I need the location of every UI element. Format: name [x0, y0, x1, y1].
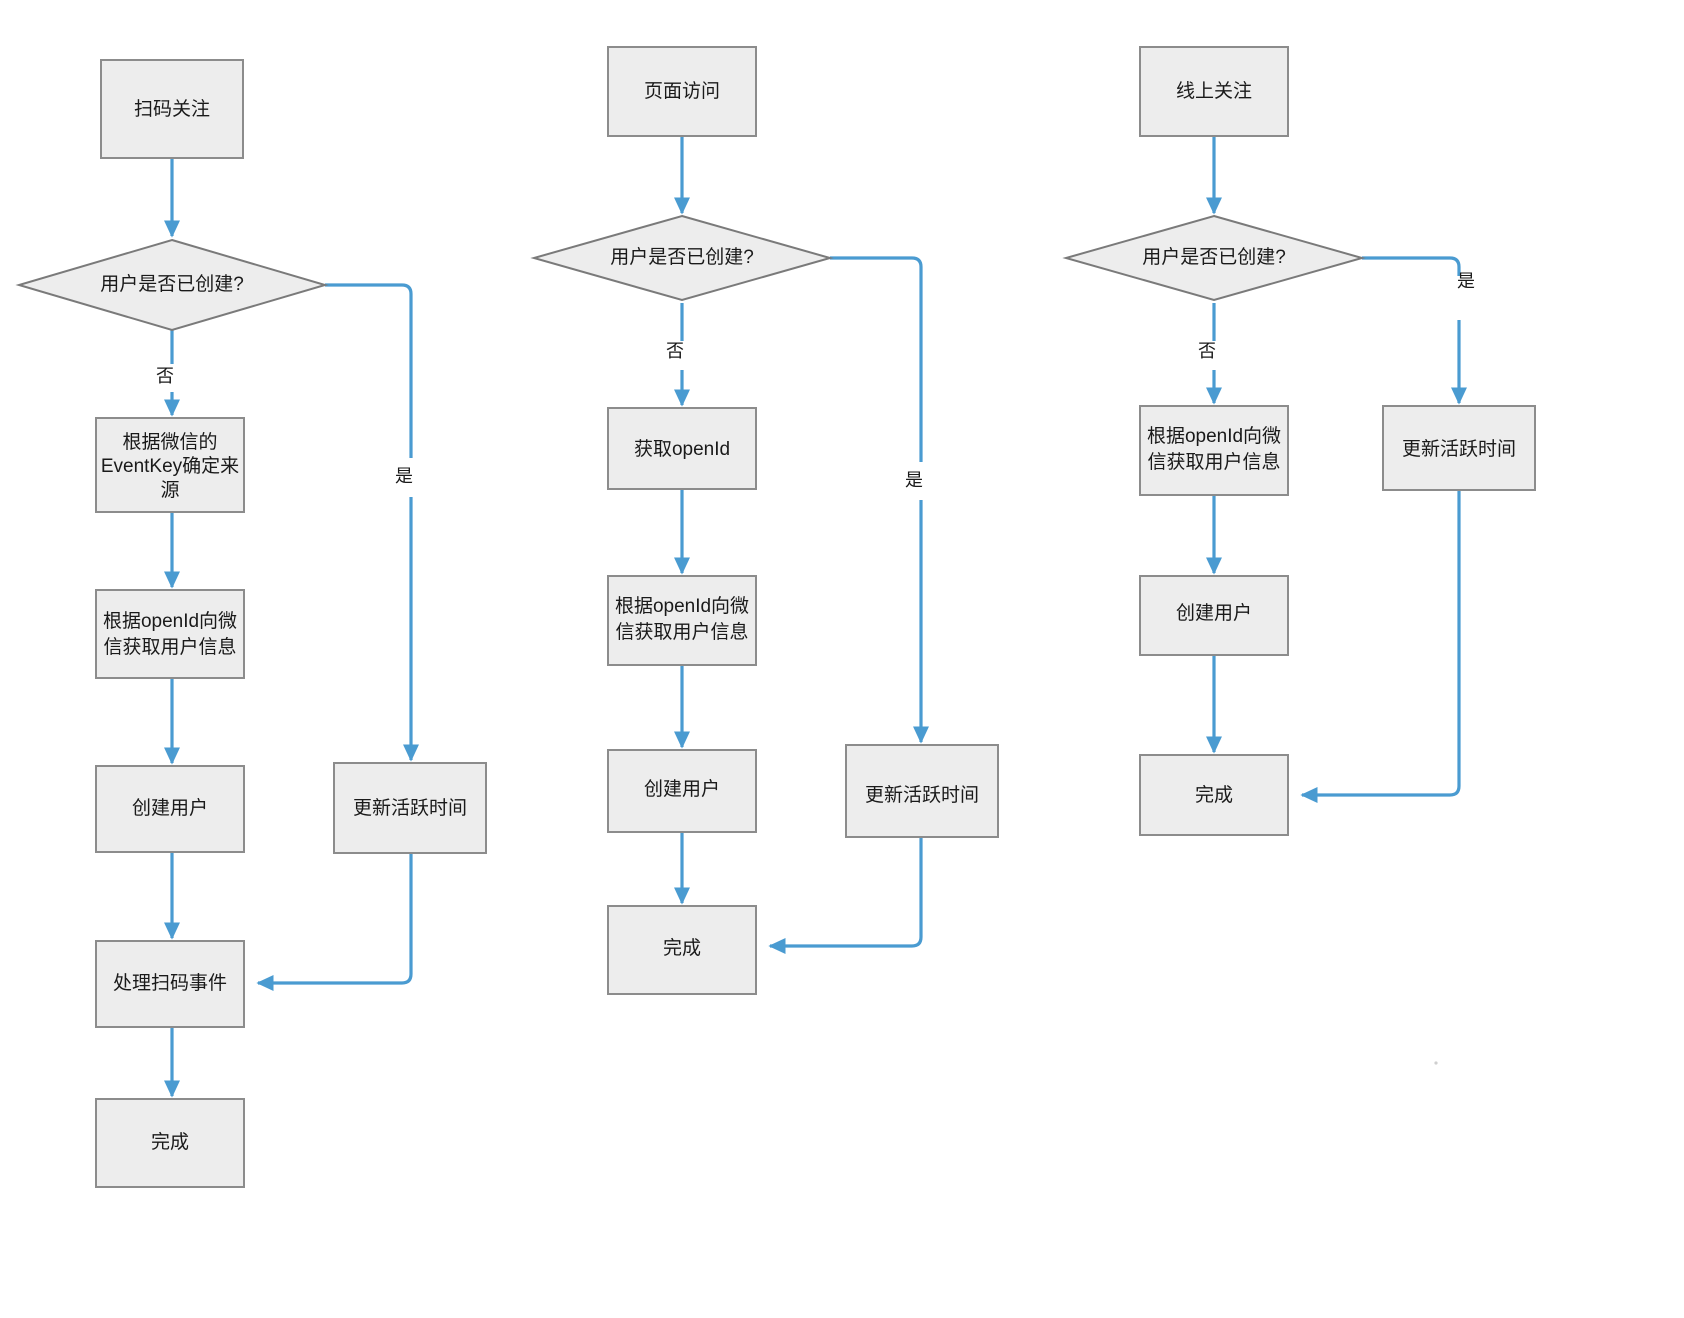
node-c2-getinfo[interactable]: 根据openId向微 信获取用户信息: [607, 575, 757, 666]
node-c3-update[interactable]: 更新活跃时间: [1382, 405, 1536, 491]
node-c1-create[interactable]: 创建用户: [95, 765, 245, 853]
edge-c3-update-to-done: [1300, 490, 1461, 804]
node-c1-start[interactable]: 扫码关注: [100, 59, 244, 159]
edge-label-c3-yes: 是: [1457, 271, 1475, 291]
node-c3-getinfo-line2: 信获取用户信息: [1147, 451, 1280, 473]
node-c3-create[interactable]: 创建用户: [1139, 575, 1289, 656]
node-c1-update-label: 更新活跃时间: [353, 797, 467, 819]
flow-page-visit: 页面访问 用户是否已创建? 否 是 获取openId 根据openId向微 信获…: [530, 46, 999, 995]
edge-c2-update-to-done: [768, 837, 923, 955]
node-c2-openid-label: 获取openId: [634, 438, 730, 460]
node-c2-getinfo-line1: 根据openId向微: [615, 595, 749, 617]
node-c2-done[interactable]: 完成: [607, 905, 757, 995]
node-c3-done[interactable]: 完成: [1139, 754, 1289, 836]
edge-c3-decision-yes-upper: [1362, 256, 1461, 276]
node-c1-handle[interactable]: 处理扫码事件: [95, 940, 245, 1028]
flow-scan-follow: 扫码关注 用户是否已创建? 否 是 根据微信的 EventKey确定来 源 根据…: [15, 59, 487, 1188]
node-c3-start[interactable]: 线上关注: [1139, 46, 1289, 137]
edge-label-c2-yes: 是: [905, 470, 923, 490]
node-c1-getinfo[interactable]: 根据openId向微 信获取用户信息: [95, 589, 245, 679]
node-c1-eventkey[interactable]: 根据微信的 EventKey确定来 源: [95, 417, 245, 513]
node-c1-decision-label: 用户是否已创建?: [100, 273, 244, 295]
node-c1-handle-label: 处理扫码事件: [113, 972, 227, 994]
node-c3-decision-label: 用户是否已创建?: [1142, 246, 1286, 268]
node-c2-decision-label: 用户是否已创建?: [610, 246, 754, 268]
node-c2-create[interactable]: 创建用户: [607, 749, 757, 833]
node-c3-start-label: 线上关注: [1176, 80, 1252, 102]
node-c1-done[interactable]: 完成: [95, 1098, 245, 1188]
node-c2-update[interactable]: 更新活跃时间: [845, 744, 999, 838]
node-c3-decision[interactable]: 用户是否已创建?: [1062, 214, 1366, 302]
node-c2-done-label: 完成: [663, 937, 701, 959]
node-c3-update-label: 更新活跃时间: [1402, 438, 1516, 460]
node-c3-getinfo[interactable]: 根据openId向微 信获取用户信息: [1139, 405, 1289, 496]
node-c2-decision[interactable]: 用户是否已创建?: [530, 214, 834, 302]
canvas-artifact-dot: [1434, 1061, 1438, 1065]
node-c3-create-label: 创建用户: [1176, 602, 1252, 624]
node-c1-getinfo-line2: 信获取用户信息: [103, 636, 236, 658]
node-c2-start[interactable]: 页面访问: [607, 46, 757, 137]
node-c1-getinfo-line1: 根据openId向微: [103, 610, 237, 632]
edge-c1-decision-yes-upper: [325, 283, 413, 458]
node-c1-decision[interactable]: 用户是否已创建?: [15, 238, 329, 332]
node-c1-create-label: 创建用户: [132, 797, 208, 819]
edge-c2-decision-yes-upper: [830, 256, 923, 462]
node-c2-openid[interactable]: 获取openId: [607, 407, 757, 490]
edge-label-c3-no: 否: [1198, 341, 1216, 361]
edge-label-c1-yes: 是: [395, 466, 413, 486]
node-c2-update-label: 更新活跃时间: [865, 784, 979, 806]
node-c1-eventkey-line1: 根据微信的: [122, 431, 217, 453]
node-c2-create-label: 创建用户: [644, 778, 720, 800]
node-c3-done-label: 完成: [1195, 784, 1233, 806]
edge-label-c2-no: 否: [666, 341, 684, 361]
node-c3-getinfo-line1: 根据openId向微: [1147, 425, 1281, 447]
node-c2-getinfo-line2: 信获取用户信息: [615, 621, 748, 643]
node-c1-done-label: 完成: [151, 1131, 189, 1153]
node-c1-eventkey-line2: EventKey确定来: [101, 455, 239, 477]
node-c1-eventkey-line3: 源: [160, 479, 179, 501]
flow-online-follow: 线上关注 用户是否已创建? 否 是 根据openId向微 信获取用户信息 更新活…: [1062, 46, 1536, 836]
node-c2-start-label: 页面访问: [644, 80, 720, 102]
edge-label-c1-no: 否: [156, 366, 174, 386]
edge-c1-update-to-handle: [256, 852, 413, 992]
node-c1-start-label: 扫码关注: [134, 98, 210, 120]
node-c1-update[interactable]: 更新活跃时间: [333, 762, 487, 854]
